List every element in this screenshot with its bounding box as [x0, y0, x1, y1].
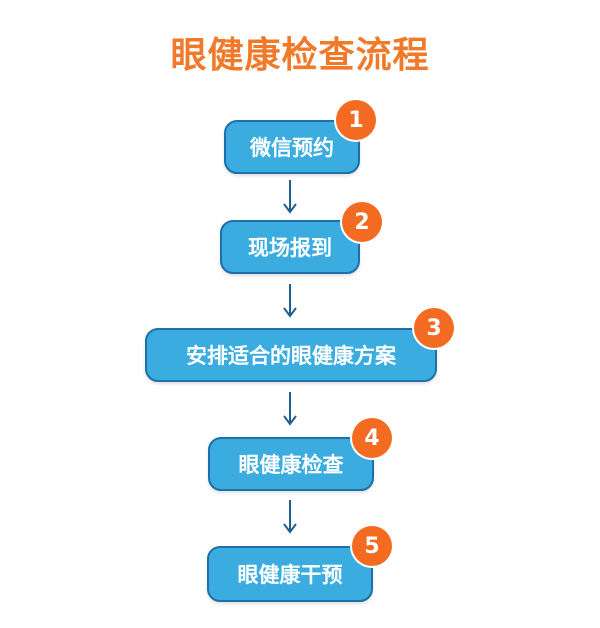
step-number-5: 5	[364, 533, 380, 559]
step-number-badge-4: 4	[352, 418, 392, 458]
down-arrow-icon	[283, 392, 297, 426]
step-label-5: 眼健康干预	[237, 563, 343, 587]
step-number-badge-3: 3	[414, 308, 454, 348]
step-number-badge-2: 2	[342, 202, 382, 242]
step-box-5: 眼健康干预	[207, 546, 373, 602]
step-number-4: 4	[364, 425, 380, 451]
down-arrow-icon	[283, 180, 297, 214]
step-label-2: 现场报到	[248, 236, 332, 260]
step-label-3: 安排适合的眼健康方案	[186, 344, 396, 368]
step-number-badge-5: 5	[352, 526, 392, 566]
step-number-badge-1: 1	[336, 100, 376, 140]
flowchart-title: 眼健康检查流程	[170, 35, 430, 76]
step-number-2: 2	[354, 209, 370, 235]
step-box-4: 眼健康检查	[208, 437, 374, 491]
step-box-3: 安排适合的眼健康方案	[145, 328, 437, 382]
step-number-3: 3	[426, 315, 442, 341]
step-label-1: 微信预约	[250, 136, 334, 160]
step-box-2: 现场报到	[220, 220, 360, 274]
down-arrow-icon	[283, 500, 297, 534]
down-arrow-icon	[283, 284, 297, 318]
step-number-1: 1	[348, 107, 364, 133]
step-label-4: 眼健康检查	[238, 453, 344, 477]
